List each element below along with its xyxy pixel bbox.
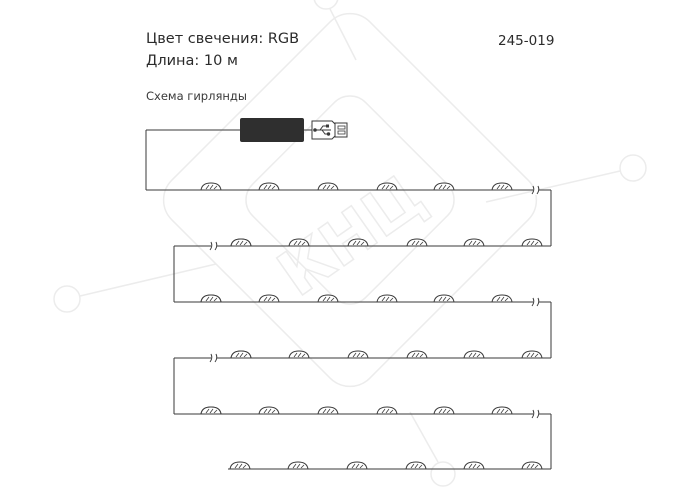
controller <box>240 118 348 142</box>
led-bulb <box>347 238 369 247</box>
led-bulb <box>463 238 485 247</box>
led-bulb <box>376 294 398 303</box>
led-bulb <box>288 350 310 359</box>
watermark-ring-top <box>313 0 339 10</box>
led-bulb <box>521 350 543 359</box>
led-bulb <box>346 461 368 470</box>
glow-color-label: Цвет свечения: RGB <box>146 31 300 47</box>
controller-box <box>240 118 304 142</box>
wire-break-mark <box>531 185 540 195</box>
led-bulb <box>229 461 251 470</box>
article-number: 245-019 <box>498 33 555 49</box>
led-bulb <box>200 294 222 303</box>
led-bulb <box>521 461 543 470</box>
length-label: Длина: 10 м <box>146 53 238 69</box>
led-bulb <box>347 350 369 359</box>
scheme-title: Схема гирлянды <box>146 89 247 103</box>
led-bulb <box>491 406 513 415</box>
led-bulb <box>258 406 280 415</box>
led-bulb <box>433 294 455 303</box>
watermark-ring-bottom <box>430 461 456 487</box>
led-bulb <box>200 406 222 415</box>
led-bulb <box>463 350 485 359</box>
led-bulb <box>258 294 280 303</box>
watermark-ring-left <box>53 285 81 313</box>
led-group <box>200 182 543 470</box>
usb-plug-tip <box>334 122 348 138</box>
led-bulb <box>317 294 339 303</box>
watermark-ring-right <box>619 154 647 182</box>
watermark-frame <box>245 95 455 305</box>
led-bulb <box>258 182 280 191</box>
led-bulb <box>376 406 398 415</box>
led-bulb <box>200 182 222 191</box>
wire-break-mark <box>531 409 540 419</box>
led-bulb <box>521 238 543 247</box>
led-bulb <box>376 182 398 191</box>
led-bulb <box>317 406 339 415</box>
led-bulb <box>317 182 339 191</box>
led-bulb <box>405 461 427 470</box>
wire-break-mark <box>209 241 218 251</box>
led-bulb <box>230 238 252 247</box>
led-bulb <box>287 461 309 470</box>
led-bulb <box>433 182 455 191</box>
led-bulb <box>491 182 513 191</box>
usb-icon <box>313 124 331 136</box>
led-bulb <box>463 461 485 470</box>
led-bulb <box>288 238 310 247</box>
led-bulb <box>230 350 252 359</box>
led-bulb <box>433 406 455 415</box>
watermark-text: КНЦ <box>265 159 438 311</box>
wire-break-mark <box>531 297 540 307</box>
led-bulb <box>406 238 428 247</box>
led-bulb <box>406 350 428 359</box>
led-bulb <box>491 294 513 303</box>
wire-break-mark <box>209 353 218 363</box>
